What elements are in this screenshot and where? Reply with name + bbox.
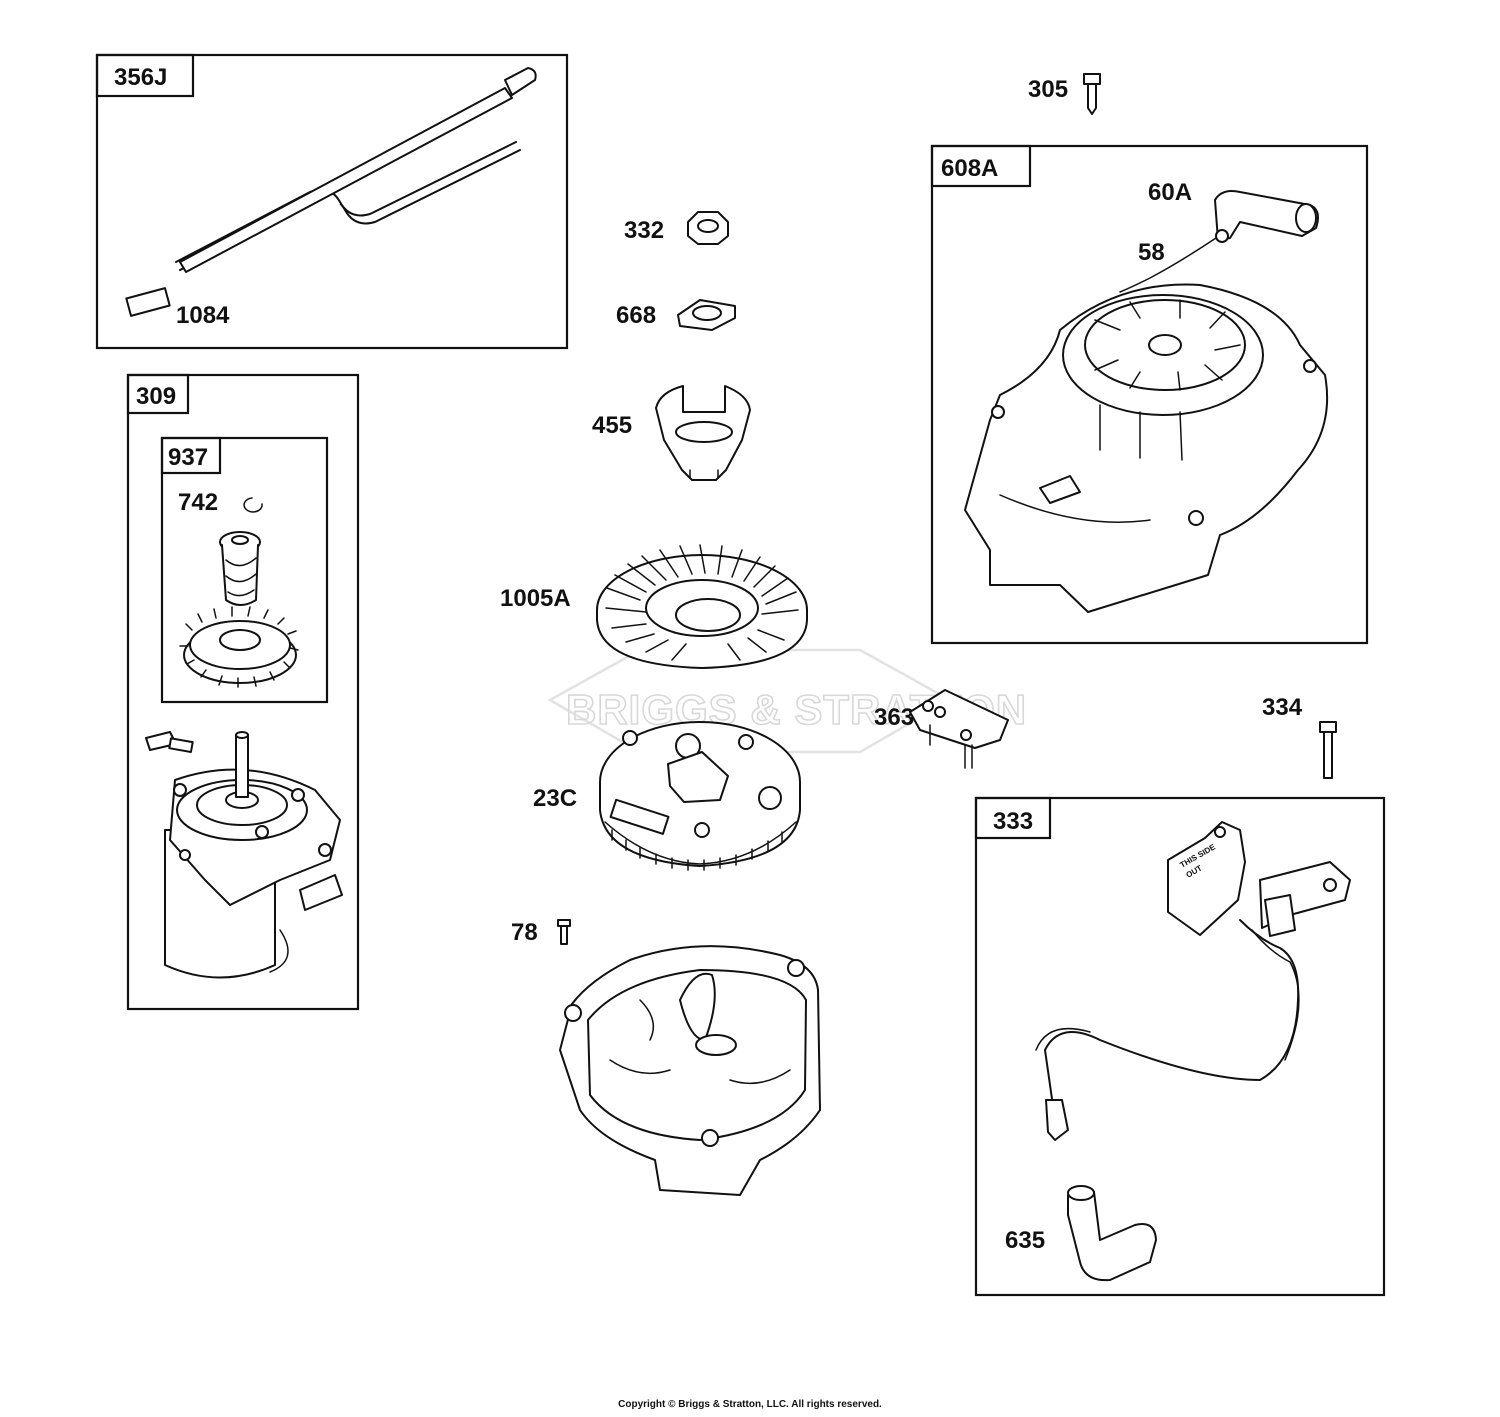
- part-334: 334: [1262, 694, 1337, 779]
- part-742-label: 742: [178, 489, 218, 516]
- part-305: 305: [1028, 73, 1101, 115]
- wire-harness-drawing: [125, 67, 537, 317]
- group-309-frame: [126, 373, 360, 1011]
- starter-motor-drawing: [145, 731, 343, 979]
- group-356J: 356J 1084: [95, 53, 569, 350]
- part-455-label: 455: [592, 412, 632, 439]
- part-23C-label: 23C: [533, 785, 577, 812]
- flywheel-fan-drawing: [596, 544, 808, 669]
- group-333-tag: [974, 796, 1052, 840]
- pinion-drawing: [219, 531, 261, 606]
- part-305-label: 305: [1028, 76, 1068, 103]
- group-309-label: 309: [136, 383, 176, 410]
- group-937-label: 937: [168, 444, 208, 471]
- center-parts: 332 668 455 1005A 363: [500, 211, 1009, 1196]
- group-356J-frame: [95, 53, 569, 350]
- bracket-drawing: [909, 689, 1009, 769]
- washer-drawing: [677, 299, 736, 331]
- blower-housing-drawing: [559, 945, 821, 1196]
- nut-drawing: [687, 211, 729, 245]
- starter-gear-drawing: [179, 606, 299, 688]
- group-333: 333 THIS SIDE OUT 635: [974, 796, 1386, 1297]
- group-356J-label: 356J: [114, 64, 167, 91]
- part-332-label: 332: [624, 217, 664, 244]
- part-635-label: 635: [1005, 1227, 1045, 1254]
- group-333-frame: [974, 796, 1386, 1297]
- part-1084-label: 1084: [176, 302, 230, 329]
- part-1005A-label: 1005A: [500, 585, 571, 612]
- ignition-coil-drawing: THIS SIDE OUT: [1035, 821, 1351, 1141]
- group-309: 309 937 742: [126, 373, 360, 1011]
- part-334-label: 334: [1262, 694, 1303, 721]
- flywheel-drawing: [599, 721, 801, 871]
- part-58-label: 58: [1138, 239, 1165, 266]
- part-668-label: 668: [616, 302, 656, 329]
- screw-78-drawing: [557, 919, 571, 945]
- group-356J-tag: [95, 53, 195, 98]
- fan-retainer-drawing: [655, 385, 751, 481]
- part-363-label: 363: [874, 704, 914, 731]
- spark-plug-boot-drawing: [1067, 1185, 1157, 1282]
- group-333-label: 333: [993, 808, 1033, 835]
- group-608A: 608A 60A 58: [930, 144, 1369, 645]
- e-clip-drawing: [243, 497, 263, 513]
- rewind-starter-drawing: [964, 283, 1329, 613]
- part-60A-label: 60A: [1148, 179, 1192, 206]
- part-78-label: 78: [511, 919, 538, 946]
- group-309-tag: [126, 373, 190, 415]
- group-937-frame: [160, 436, 329, 704]
- group-937-tag: [160, 436, 222, 475]
- starter-handle-drawing: [1119, 190, 1319, 293]
- group-608A-tag: [930, 144, 1032, 188]
- copyright-notice: Copyright © Briggs & Stratton, LLC. All …: [618, 1399, 882, 1410]
- group-608A-frame: [930, 144, 1369, 645]
- group-608A-label: 608A: [941, 155, 998, 182]
